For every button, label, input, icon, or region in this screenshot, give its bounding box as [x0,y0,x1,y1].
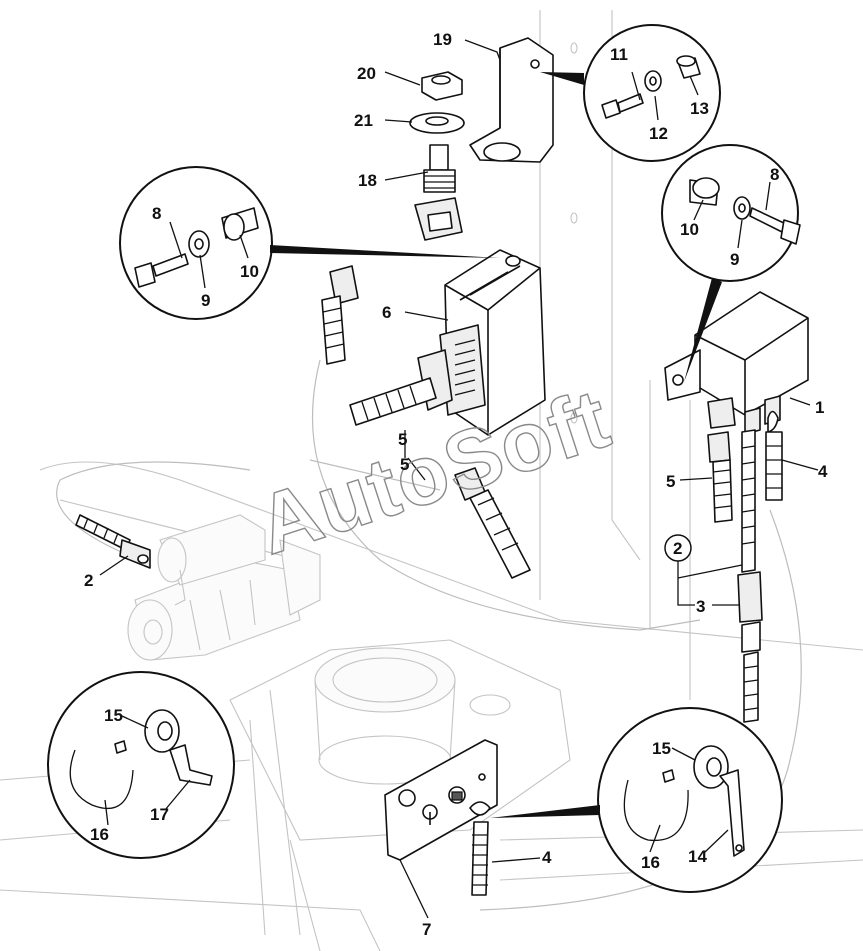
terminal-plate [384,739,498,861]
label-20: 20 [357,64,376,83]
label-9-right: 9 [730,250,739,269]
label-2-starter: 2 [84,571,93,590]
connector-free-middle [454,467,531,579]
label-7: 7 [422,920,431,939]
callout-detail-clip-left [47,671,235,859]
label-15-right: 15 [652,739,671,758]
label-4-bottom: 4 [542,848,552,867]
label-15-left: 15 [104,706,123,725]
circled-label-2 [664,534,692,562]
label-5-upper: 5 [398,430,407,449]
label-11: 11 [610,45,628,64]
callout-detail-clip-right [490,707,783,893]
callout-detail-bolt-left [119,166,500,320]
pressure-switch-18 [414,144,463,241]
starter-motor [127,514,321,661]
washer-21 [409,112,465,134]
relay-harness [707,410,783,723]
label-2-circled: 2 [673,539,682,558]
relay-1 [664,291,809,435]
label-4-right: 4 [818,462,828,481]
label-8-left: 8 [152,204,161,223]
starter-cable-2 [75,514,151,569]
connector-5-upper [349,349,453,426]
cable-4-bottom [471,821,489,896]
control-unit-6 [439,249,546,436]
label-3: 3 [696,597,705,616]
label-9-left: 9 [201,291,210,310]
bracket-19 [469,37,554,163]
connector-free-left [321,265,359,365]
label-16-right: 16 [641,853,660,872]
callout-detail-bolt-right [661,144,801,382]
label-10-left: 10 [240,262,259,281]
label-12: 12 [649,124,668,143]
label-13: 13 [690,99,709,118]
chassis-bracket-block [314,647,511,785]
label-14: 14 [688,847,707,866]
label-8-right: 8 [770,165,779,184]
label-5-middle: 5 [400,455,409,474]
callout-detail-bolt-top-right [540,24,721,162]
nut-20 [421,71,463,101]
label-16-left: 16 [90,825,109,844]
label-6: 6 [382,303,391,322]
label-18: 18 [358,171,377,190]
label-1: 1 [815,398,824,417]
label-19: 19 [433,30,452,49]
label-21: 21 [354,111,373,130]
label-5-right: 5 [666,472,675,491]
part-number-labels: 19 20 21 18 11 12 13 8 9 10 8 10 9 6 1 5… [84,30,828,939]
label-17: 17 [150,805,169,824]
leader-lines [99,39,819,919]
label-10-right: 10 [680,220,699,239]
